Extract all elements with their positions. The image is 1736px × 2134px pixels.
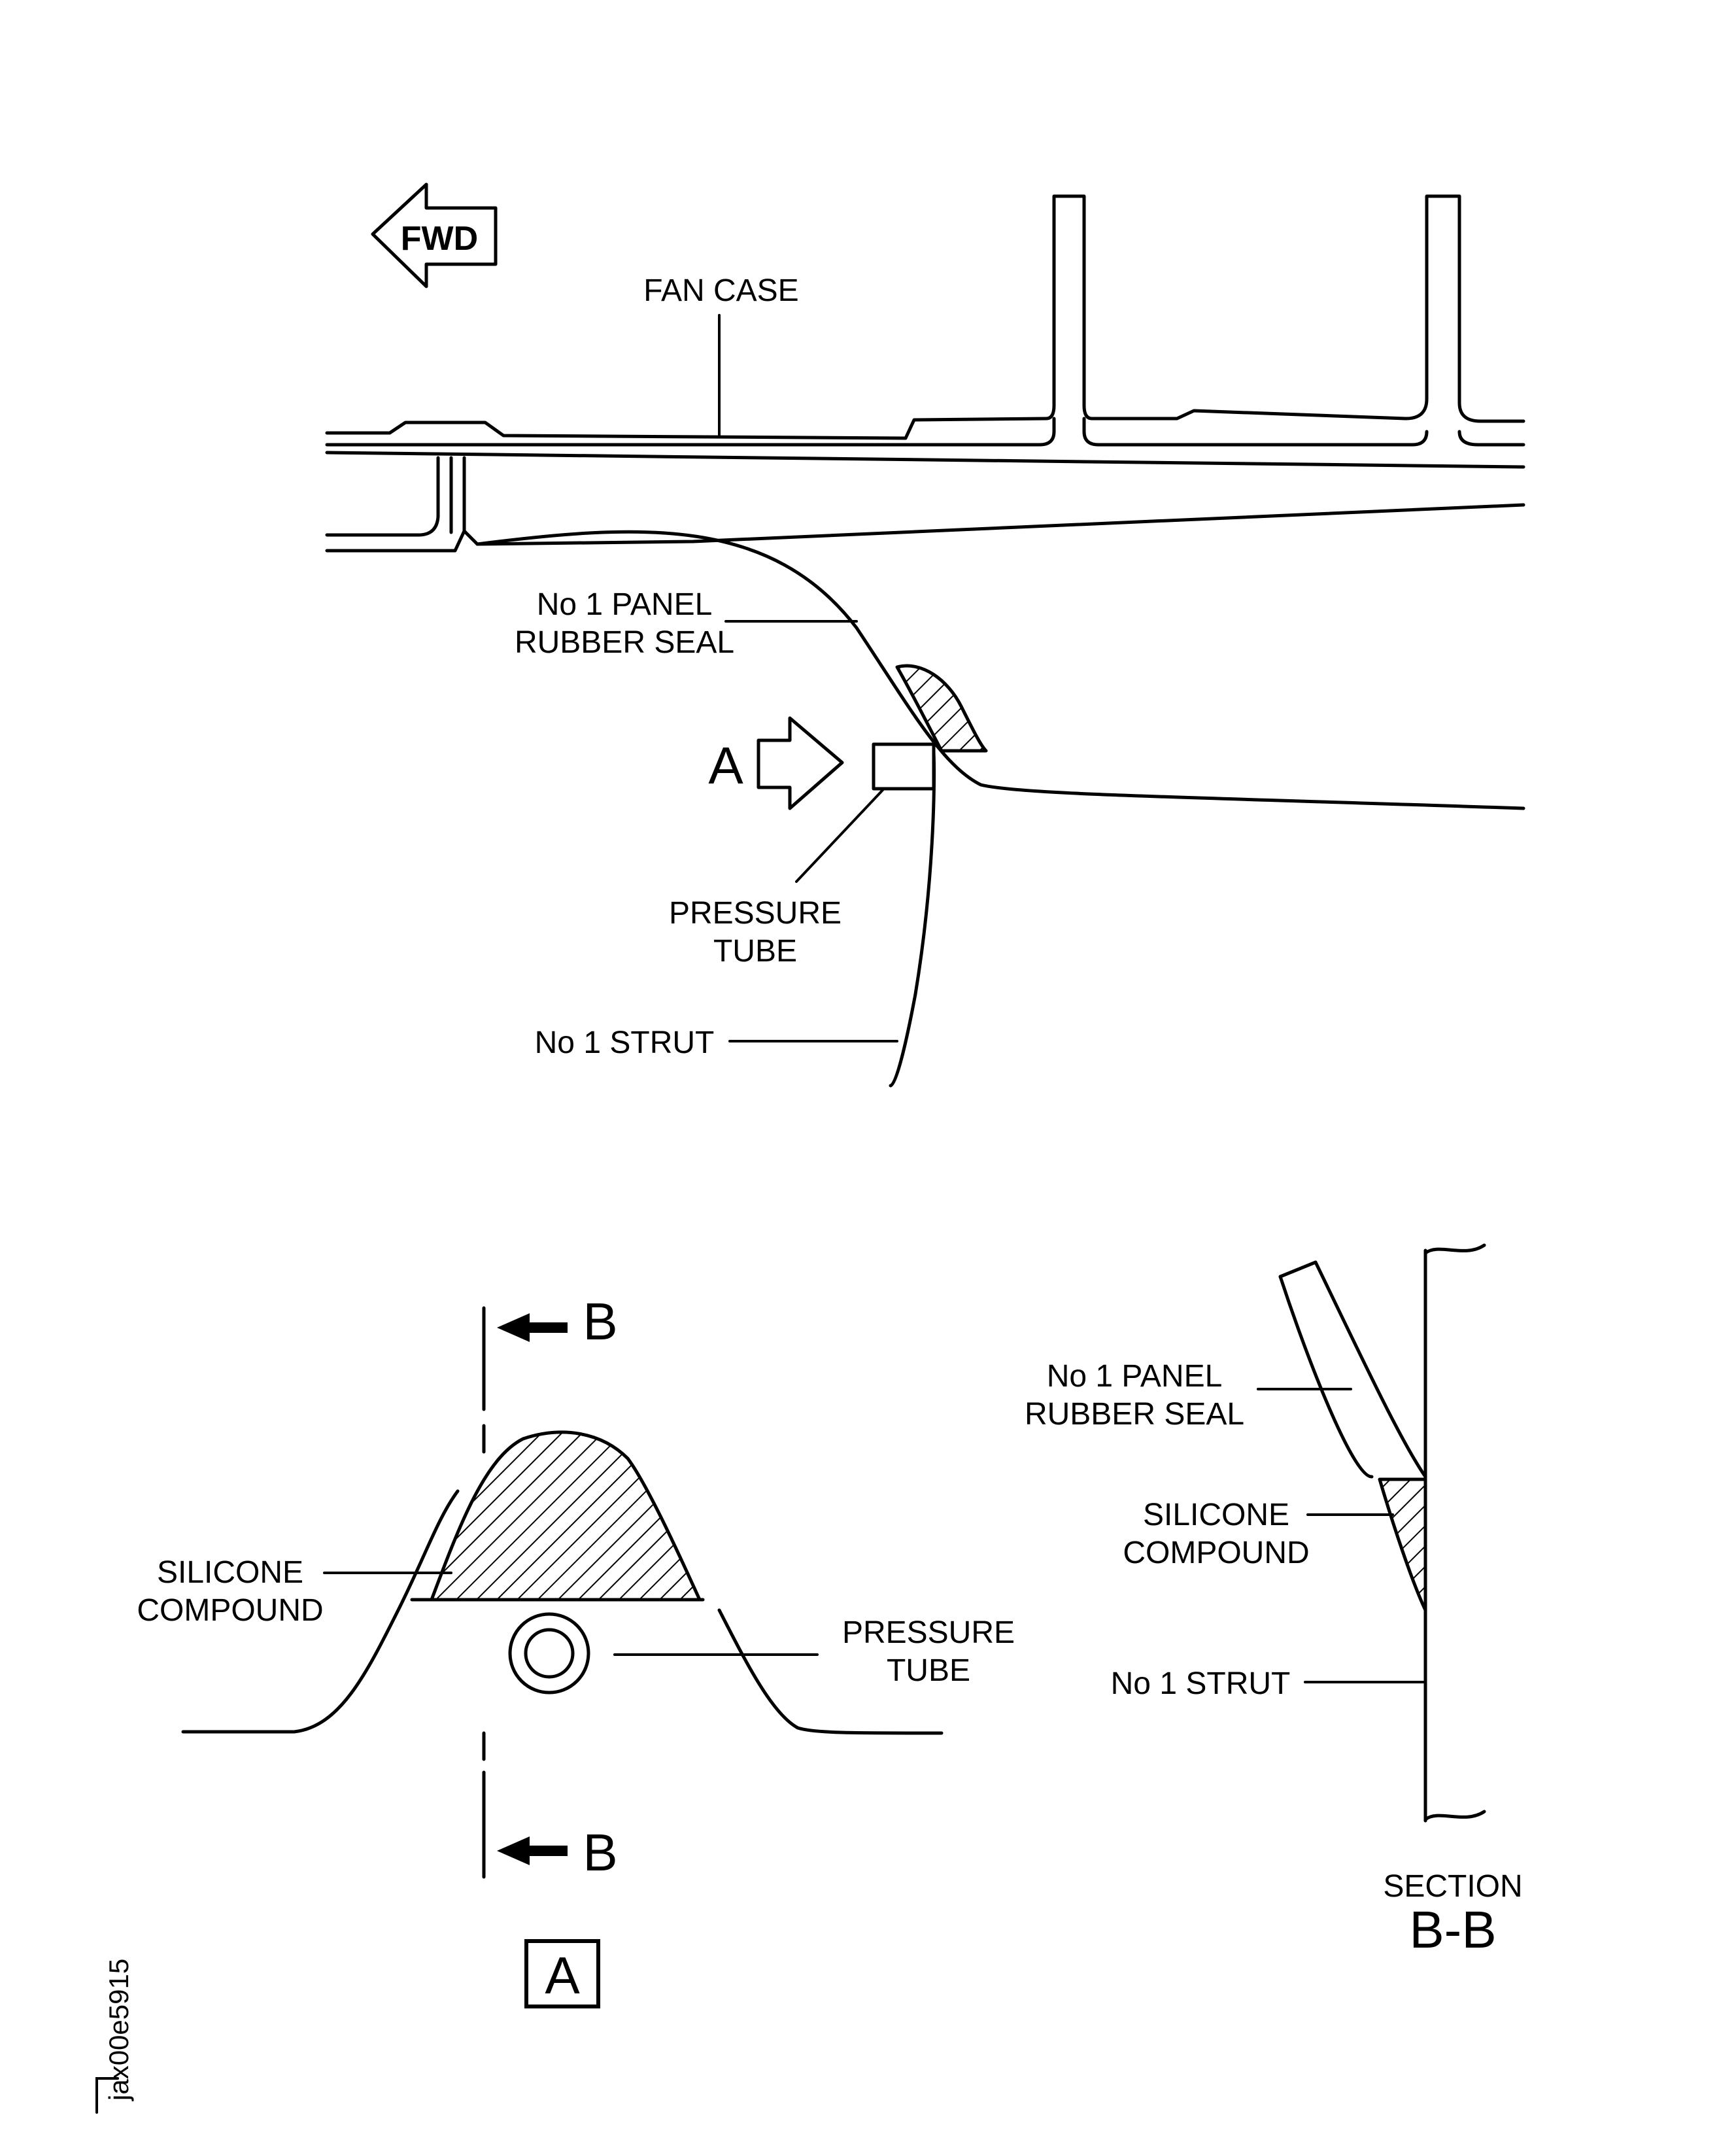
section-bb: No 1 PANEL RUBBER SEAL SILICONE COMPOUND… bbox=[1025, 1243, 1523, 1959]
view-a-arrow: A bbox=[708, 716, 844, 810]
section-b-bottom: B bbox=[583, 1823, 617, 1882]
main-pressure-tube-label-1: PRESSURE bbox=[669, 896, 842, 931]
detail-silicone-label-2: COMPOUND bbox=[137, 1593, 323, 1628]
figure-id-label: jax00e5915 bbox=[103, 1959, 134, 2102]
section-strut-label: No 1 STRUT bbox=[1111, 1666, 1291, 1701]
detail-pressure-tube-outer bbox=[508, 1612, 590, 1695]
fan-case-label: FAN CASE bbox=[643, 273, 798, 308]
panel-rubber-seal bbox=[475, 530, 1525, 810]
section-silicone-compound bbox=[1378, 1477, 1427, 1612]
main-panel-seal-label-2: RUBBER SEAL bbox=[515, 625, 734, 660]
main-panel-seal-label-1: No 1 PANEL bbox=[537, 587, 713, 622]
detail-silicone-compound bbox=[430, 1430, 702, 1602]
section-arrow-top bbox=[497, 1313, 568, 1342]
main-strut-label: No 1 STRUT bbox=[535, 1025, 715, 1060]
main-pressure-tube-label-2: TUBE bbox=[713, 934, 797, 969]
detail-pressure-tube-label-2: TUBE bbox=[887, 1653, 970, 1688]
detail-panel-seal bbox=[181, 1489, 460, 1734]
main-pressure-tube bbox=[872, 742, 936, 791]
main-view: FWD FAN CASE No 1 PANEL RUBBER SEAL bbox=[325, 182, 1525, 1088]
detail-pressure-tube-label-1: PRESSURE bbox=[842, 1615, 1015, 1650]
fwd-arrow: FWD bbox=[371, 182, 498, 288]
main-pressure-tube-leader bbox=[795, 789, 884, 883]
view-a-label: A bbox=[545, 1946, 580, 2005]
section-b-top: B bbox=[583, 1292, 617, 1351]
section-panel-seal-label-2: RUBBER SEAL bbox=[1025, 1397, 1244, 1432]
detail-a: B B SILICONE COMPOUND PRESSURE TUBE A bbox=[137, 1292, 1015, 2008]
detail-silicone-label-1: SILICONE bbox=[157, 1555, 303, 1590]
section-panel-seal-label-1: No 1 PANEL bbox=[1047, 1359, 1223, 1394]
fwd-label: FWD bbox=[401, 220, 478, 258]
section-caption-1: SECTION bbox=[1383, 1869, 1522, 1904]
figure-id: jax00e5915 bbox=[95, 1959, 134, 2114]
main-silicone-compound bbox=[895, 664, 988, 753]
section-panel-seal bbox=[1278, 1275, 1374, 1479]
main-strut bbox=[889, 750, 936, 1088]
fan-case bbox=[325, 194, 1525, 553]
section-silicone-label-2: COMPOUND bbox=[1123, 1536, 1309, 1570]
view-a-box bbox=[524, 1939, 600, 2008]
detail-pressure-tube-inner bbox=[524, 1628, 575, 1679]
view-a-marker: A bbox=[708, 736, 743, 795]
section-arrow-bottom bbox=[497, 1836, 568, 1865]
section-caption-2: B-B bbox=[1409, 1901, 1496, 1959]
section-silicone-label-1: SILICONE bbox=[1143, 1498, 1289, 1532]
